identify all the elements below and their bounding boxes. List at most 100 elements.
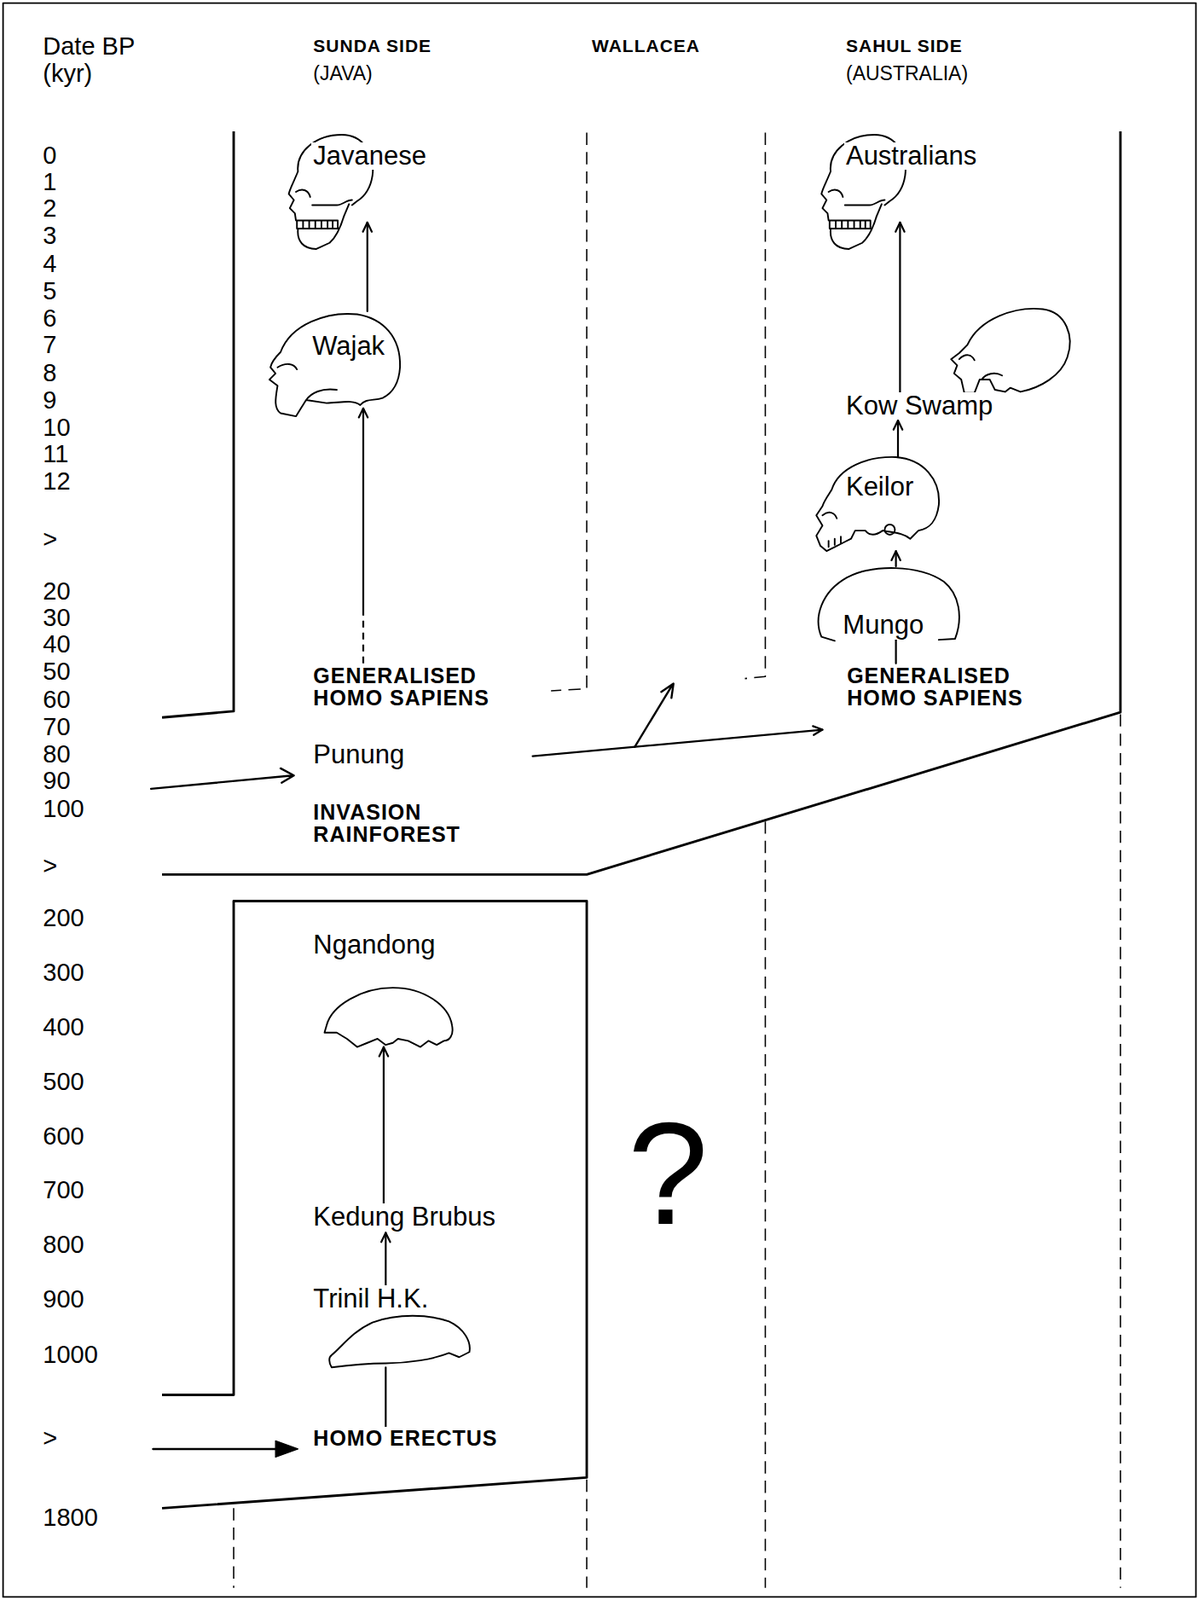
connector-line [898,222,901,393]
axis-title: Date BP [40,33,137,59]
connector-line [363,222,372,232]
connector-line [532,729,823,757]
date-tick: 1000 [40,1341,100,1367]
connector-arrow [379,1047,389,1204]
connector-line [362,408,365,664]
connector-arrow [385,1366,387,1426]
date-tick: > [40,526,59,552]
event-label: INVASION RAINFOREST [311,800,499,846]
date-tick: 600 [40,1123,86,1149]
connector-line [379,1047,389,1057]
date-tick: 100 [40,795,86,822]
skull-drawing [818,567,960,641]
taxon-node: Wajak [267,311,403,409]
frame-dashed-line [585,1479,588,1588]
date-tick: 60 [40,686,72,713]
group-label: GENERALISED HOMO SAPIENS [845,664,1032,710]
column-heading: SAHUL SIDE [844,36,965,56]
migration-arrow [634,683,673,748]
date-tick: 40 [40,631,72,657]
migration-arrowhead [275,1440,298,1457]
column-heading: SUNDA SIDE [311,36,434,56]
date-tick: 80 [40,741,72,767]
connector-line [891,550,900,561]
date-tick: 400 [40,1013,86,1040]
connector-arrow [895,639,897,664]
column-heading: (JAVA) [311,63,374,84]
skull-drawing [950,308,1070,394]
date-tick: 1 [40,168,58,195]
date-tick: 11 [40,440,70,467]
connector-line [384,1232,387,1285]
date-tick: 500 [40,1068,86,1095]
taxon-node: Kow Swamp [844,392,996,421]
axis-title: (kyr) [40,60,94,87]
taxon-label: Trinil H.K. [311,1285,430,1314]
connector-arrow [891,550,900,567]
taxon-label: Javanese [311,142,429,171]
date-tick: 50 [40,658,72,684]
taxon-label: Mungo [840,611,926,640]
taxon-node: GENERALISED HOMO SAPIENS [822,663,1032,733]
skull-drawing [329,1315,470,1367]
frame-dashed-line [550,133,587,691]
date-tick: 2 [40,195,58,221]
taxon-label: Kedung Brubus [311,1203,498,1232]
date-tick: 1800 [40,1504,100,1530]
date-tick: 700 [40,1176,86,1203]
page-border [3,3,1197,1598]
frame-dashed-line [1119,714,1122,1588]
date-tick: 7 [40,331,58,358]
taxon-node: GENERALISED HOMO SAPIENS [311,663,502,711]
taxon-label: Ngandong [311,931,437,960]
date-tick: 8 [40,359,58,386]
column-heading: WALLACEA [590,36,702,56]
frame-dashed-line [232,1507,235,1588]
connector-line [382,1047,385,1204]
connector-arrow [532,725,823,756]
taxon-node: Ngandong [311,931,457,1048]
date-tick: 5 [40,278,58,304]
taxon-label: Kow Swamp [844,392,995,421]
taxon-node: Punung [311,741,533,770]
date-tick: 200 [40,904,86,931]
date-tick: > [40,852,59,879]
taxon-label: Australians [844,142,979,171]
connector-arrow [359,408,368,664]
taxon-node: Mungo [813,566,963,640]
connector-line [812,725,823,735]
date-tick: 4 [40,250,58,277]
connector-line [381,1232,390,1242]
date-tick: 3 [40,222,58,249]
date-tick: 70 [40,713,72,740]
date-tick: 90 [40,767,72,794]
date-tick: > [40,1424,59,1451]
taxon-label: Wajak [310,332,387,361]
taxon-node: HOMO ERECTUS [311,1426,499,1452]
date-tick: 10 [40,414,72,441]
frame-dashed-line [764,821,767,1588]
connector-line [895,222,904,232]
taxon-node: Trinil H.K. [311,1285,473,1368]
date-tick: 6 [40,305,58,331]
taxon-node: Kedung Brubus [311,1203,517,1233]
connector-line [366,222,369,312]
date-tick: 900 [40,1285,86,1312]
connector-line [359,408,368,418]
connector-arrow [895,222,904,393]
frame-dashed-line [745,133,766,679]
date-tick: 300 [40,959,86,985]
connector-arrow [893,420,903,458]
group-label: GENERALISED HOMO SAPIENS [311,664,499,710]
connector-line [893,420,903,430]
migration-arrow [152,1448,282,1450]
skull-drawing [324,987,453,1047]
connector-line [384,1366,387,1426]
column-heading: (AUSTRALIA) [844,63,970,84]
date-tick: 800 [40,1231,86,1257]
date-tick: 12 [40,468,72,494]
date-tick: 9 [40,387,58,413]
group-label: HOMO ERECTUS [311,1426,499,1449]
